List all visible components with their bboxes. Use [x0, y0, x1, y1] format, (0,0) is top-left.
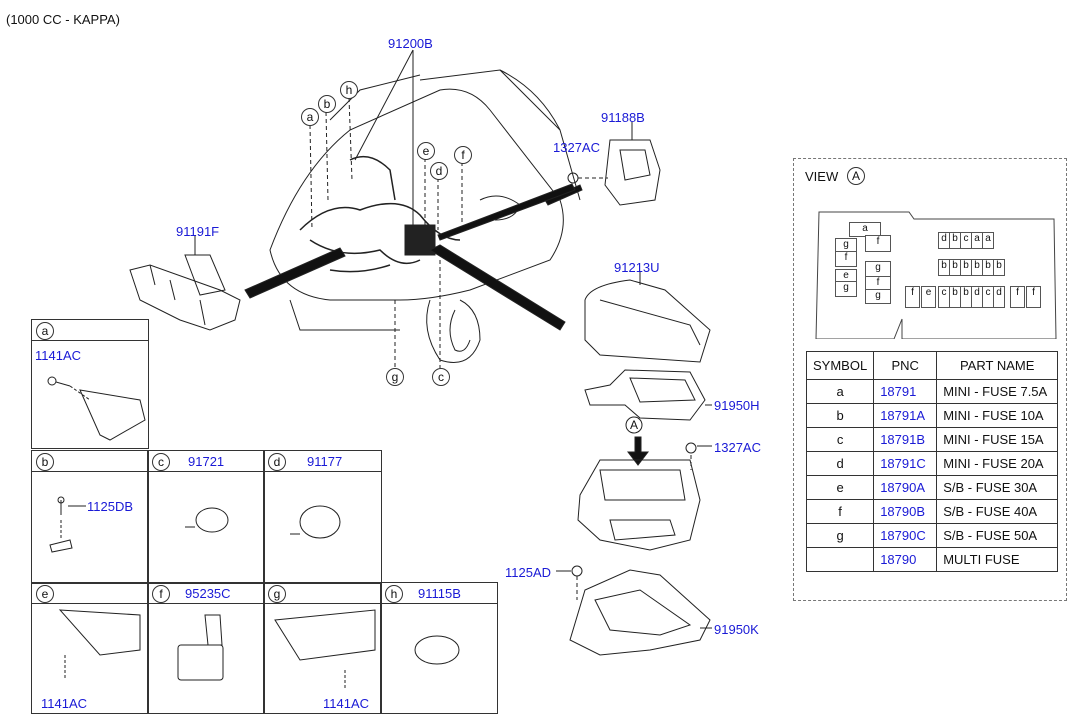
- row-symbol: d: [805, 451, 875, 476]
- row-name: S/B - FUSE 50A: [936, 523, 1059, 548]
- label-lower-box: 91950K: [714, 622, 759, 637]
- fuse-r3-10: f: [1026, 286, 1041, 308]
- cell-g-part: 1141AC: [323, 696, 370, 711]
- cell-f-letter: f: [152, 585, 170, 603]
- cell-e: e 1141AC: [31, 582, 149, 714]
- fuse-mid-4: g: [865, 289, 891, 304]
- row-pnc[interactable]: 18790B: [873, 499, 938, 524]
- fuse-left-2: f: [835, 251, 857, 267]
- row-pnc[interactable]: 18790C: [873, 523, 938, 548]
- row-name: MINI - FUSE 20A: [936, 451, 1059, 476]
- fuse-r1-5: a: [982, 232, 994, 249]
- fuse-r3-5: b: [960, 286, 972, 308]
- row-name: MINI - FUSE 15A: [936, 427, 1059, 452]
- table-header-row: SYMBOL PNC PART NAME: [805, 351, 1059, 380]
- cell-g-letter: g: [268, 585, 286, 603]
- row-symbol: b: [805, 403, 875, 428]
- cell-a-letter: a: [36, 322, 54, 340]
- row-symbol: g: [805, 523, 875, 548]
- cell-b-letter: b: [36, 453, 54, 471]
- table-row: c 18791B MINI - FUSE 15A: [805, 427, 1059, 452]
- label-bolt: 1125AD: [505, 565, 552, 580]
- fuse-left-4: g: [835, 281, 857, 297]
- callout-f: f: [454, 146, 472, 164]
- callout-b: b: [318, 95, 336, 113]
- cell-h-letter: h: [385, 585, 403, 603]
- row-symbol: [805, 547, 875, 572]
- cell-h-code: 91115B: [418, 586, 461, 601]
- cell-f: f 95235C: [147, 582, 265, 714]
- fuse-r2-6: b: [993, 259, 1005, 276]
- callout-e: e: [417, 142, 435, 160]
- row-symbol: e: [805, 475, 875, 500]
- cell-b: b 1125DB: [31, 450, 149, 584]
- cell-a-part: 1141AC: [35, 348, 82, 363]
- cell-c-letter: c: [152, 453, 170, 471]
- header-symbol: SYMBOL: [805, 351, 875, 380]
- fuse-mid-1: f: [865, 235, 891, 252]
- row-name: S/B - FUSE 40A: [936, 499, 1059, 524]
- table-row: e 18790A S/B - FUSE 30A: [805, 475, 1059, 500]
- cell-d-code: 91177: [307, 454, 343, 469]
- row-pnc[interactable]: 18791A: [873, 403, 938, 428]
- row-pnc[interactable]: 18790A: [873, 475, 938, 500]
- fuse-r3-8: d: [993, 286, 1005, 308]
- callout-g: g: [386, 368, 404, 386]
- callout-h: h: [340, 81, 358, 99]
- row-pnc[interactable]: 18790: [873, 547, 938, 572]
- table-row: 18790 MULTI FUSE: [805, 547, 1059, 572]
- view-a-panel: VIEW A a g f e g f g f g d b c a a b b b…: [793, 158, 1067, 601]
- table-row: a 18791 MINI - FUSE 7.5A: [805, 379, 1059, 404]
- cell-d-letter: d: [268, 453, 286, 471]
- callout-a: a: [301, 108, 319, 126]
- cell-g: g 1141AC: [263, 582, 382, 714]
- fuse-r3-1: f: [905, 286, 920, 308]
- row-symbol: a: [805, 379, 875, 404]
- cell-f-code: 95235C: [185, 586, 231, 601]
- fuse-r3-9: f: [1010, 286, 1025, 308]
- cell-e-letter: e: [36, 585, 54, 603]
- row-name: S/B - FUSE 30A: [936, 475, 1059, 500]
- label-cover: 91213U: [614, 260, 660, 275]
- view-marker: A: [847, 167, 865, 185]
- row-pnc[interactable]: 18791C: [873, 451, 938, 476]
- header-part-name: PART NAME: [936, 351, 1059, 380]
- cell-a: a 1141AC: [31, 319, 149, 449]
- row-name: MULTI FUSE: [936, 547, 1059, 572]
- cell-h: h 91115B: [380, 582, 498, 714]
- row-symbol: c: [805, 427, 875, 452]
- symbol-table: SYMBOL PNC PART NAME a 18791 MINI - FUSE…: [805, 351, 1059, 572]
- table-row: d 18791C MINI - FUSE 20A: [805, 451, 1059, 476]
- label-nut-top: 1327AC: [553, 140, 600, 155]
- cell-b-part: 1125DB: [87, 499, 134, 514]
- cell-c-code: 91721: [188, 454, 225, 469]
- label-bracket: 91191F: [176, 224, 220, 239]
- callout-d: d: [430, 162, 448, 180]
- view-title: VIEW: [805, 169, 839, 184]
- fuse-r3-2: e: [921, 286, 936, 308]
- cell-e-part: 1141AC: [41, 696, 88, 711]
- table-row: f 18790B S/B - FUSE 40A: [805, 499, 1059, 524]
- label-nut-mid: 1327AC: [714, 440, 761, 455]
- cell-c: c 91721: [147, 450, 265, 584]
- label-relay-box: 91188B: [601, 110, 645, 125]
- row-symbol: f: [805, 499, 875, 524]
- row-name: MINI - FUSE 10A: [936, 403, 1059, 428]
- arrow-label: A: [630, 418, 639, 432]
- cell-d: d 91177: [263, 450, 382, 584]
- row-pnc[interactable]: 18791B: [873, 427, 938, 452]
- callout-c: c: [432, 368, 450, 386]
- table-row: g 18790C S/B - FUSE 50A: [805, 523, 1059, 548]
- table-row: b 18791A MINI - FUSE 10A: [805, 403, 1059, 428]
- page-title: (1000 CC - KAPPA): [6, 12, 120, 27]
- row-pnc[interactable]: 18791: [873, 379, 938, 404]
- label-fuse-block: 91950H: [714, 398, 760, 413]
- row-name: MINI - FUSE 7.5A: [936, 379, 1059, 404]
- fuse-r3-4: b: [949, 286, 961, 308]
- header-pnc: PNC: [873, 351, 938, 380]
- label-harness: 91200B: [388, 36, 433, 51]
